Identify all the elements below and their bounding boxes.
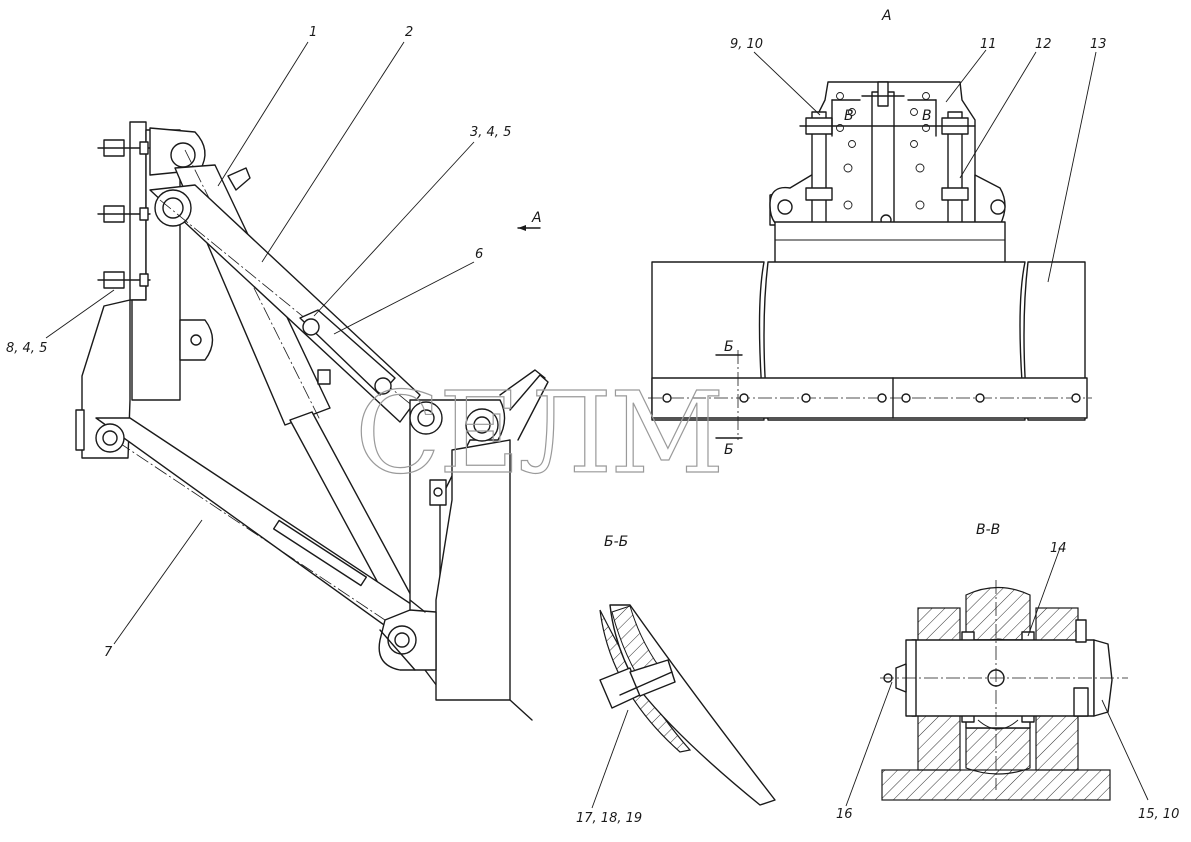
section-vv-title: В-В: [976, 522, 1000, 538]
view-a: [648, 81, 1092, 440]
callout-2: 2: [405, 25, 413, 40]
frame-bolts: [97, 139, 151, 289]
callout-3-4-5: 3, 4, 5: [470, 125, 511, 140]
callout-1: 1: [309, 25, 317, 40]
section-bb-title: Б-Б: [604, 534, 628, 550]
section-b-marker-top: Б: [724, 339, 734, 355]
callout-9-10: 9, 10: [730, 37, 763, 52]
leader-lines: [45, 41, 1149, 809]
callout-8-4-5: 8, 4, 5: [6, 341, 47, 356]
callout-14: 14: [1050, 541, 1067, 556]
watermark: СЕЛМ: [355, 369, 723, 499]
side-view: [75, 121, 549, 721]
section-v-marker-left: В: [844, 108, 854, 124]
callout-7: 7: [104, 645, 113, 660]
view-a-title: А: [881, 8, 892, 24]
callout-17-18-19: 17, 18, 19: [576, 811, 642, 826]
section-v-marker-right: В: [922, 108, 932, 124]
view-a-arrow-label: А: [531, 210, 542, 226]
callout-15-10: 15, 10: [1138, 807, 1179, 822]
callout-16: 16: [836, 807, 853, 822]
callout-12: 12: [1035, 37, 1052, 52]
section-bb: [599, 604, 776, 806]
callout-13: 13: [1090, 37, 1107, 52]
callout-6: 6: [475, 247, 483, 262]
section-b-marker-bottom: Б: [724, 442, 734, 458]
callout-11: 11: [980, 37, 997, 52]
section-vv: [880, 580, 1128, 801]
